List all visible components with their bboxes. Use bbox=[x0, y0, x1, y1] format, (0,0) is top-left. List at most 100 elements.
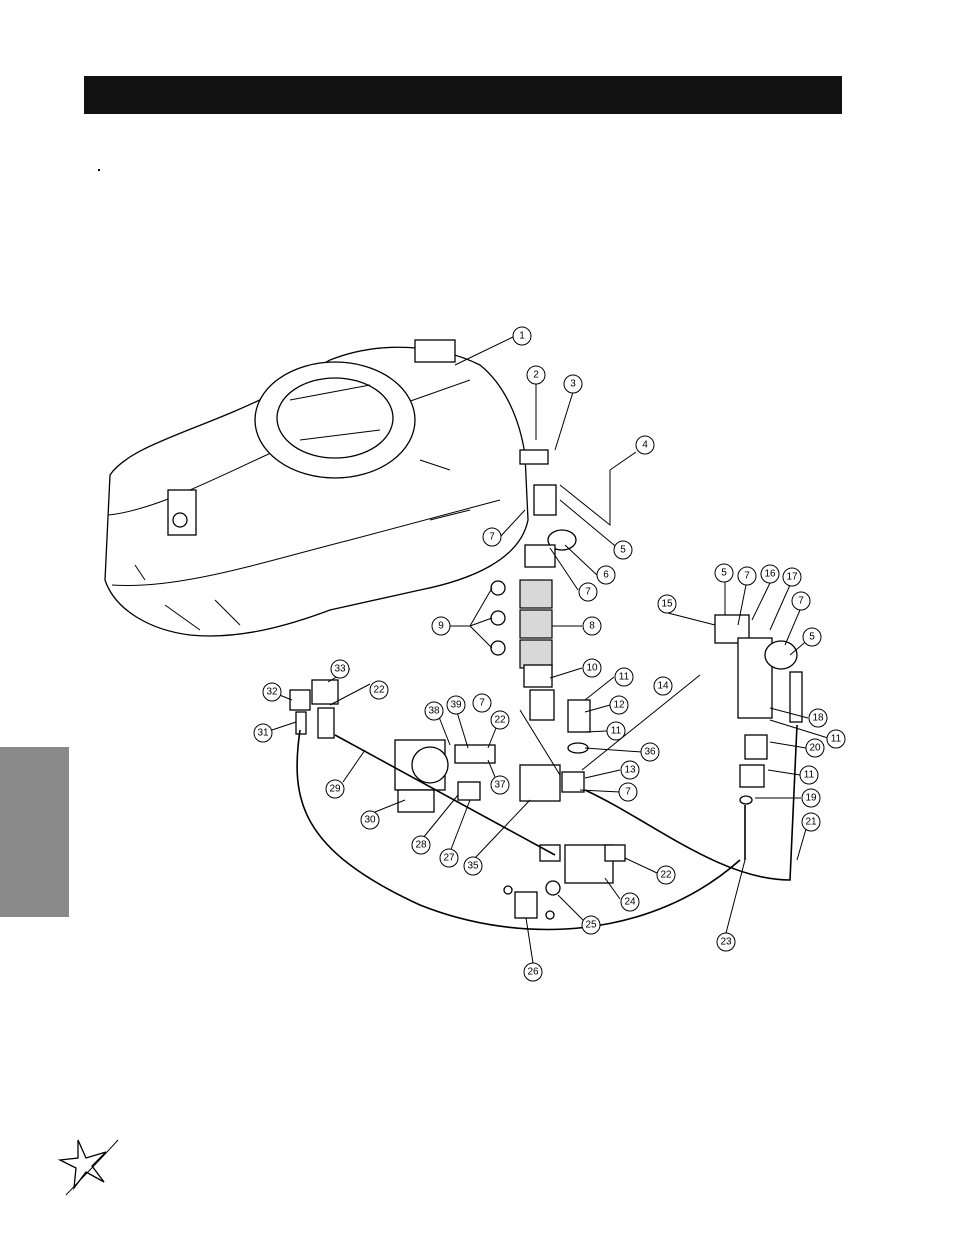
callout-label: 11 bbox=[804, 770, 815, 781]
callout-label: 19 bbox=[805, 793, 817, 804]
callout-label: 28 bbox=[415, 840, 427, 851]
callout-bubble: 31 bbox=[253, 723, 273, 743]
callout-label: 27 bbox=[443, 853, 455, 864]
callout-leaders bbox=[271, 336, 829, 964]
callout-label: 11 bbox=[831, 734, 842, 745]
callout-label: 18 bbox=[812, 713, 824, 724]
callout-label: 21 bbox=[805, 817, 817, 828]
callout-label: 7 bbox=[625, 787, 631, 798]
callout-bubble: 37 bbox=[490, 775, 510, 795]
callout-bubble: 22 bbox=[490, 710, 510, 730]
callout-label: 11 bbox=[619, 672, 630, 683]
callout-bubble: 1 bbox=[512, 326, 532, 346]
callout-label: 7 bbox=[798, 596, 804, 607]
callout-label: 4 bbox=[642, 440, 648, 451]
callout-bubble: 21 bbox=[801, 812, 821, 832]
callout-label: 38 bbox=[428, 706, 440, 717]
callout-bubble: 28 bbox=[411, 835, 431, 855]
hose-lines bbox=[296, 470, 798, 931]
callout-bubble: 11 bbox=[799, 765, 819, 785]
star-swoosh-logo-icon bbox=[57, 1139, 119, 1196]
callout-label: 13 bbox=[624, 765, 636, 776]
callout-label: 5 bbox=[620, 545, 626, 556]
callout-label: 7 bbox=[489, 532, 495, 543]
callout-label: 6 bbox=[603, 570, 609, 581]
callout-label: 10 bbox=[586, 663, 598, 674]
callout-label: 22 bbox=[660, 870, 672, 881]
callout-bubble: 7 bbox=[737, 566, 757, 586]
callout-bubble: 8 bbox=[582, 616, 602, 636]
callout-label: 3 bbox=[570, 379, 576, 390]
callout-label: 33 bbox=[334, 664, 346, 675]
callout-bubble: 18 bbox=[808, 708, 828, 728]
callout-bubble: 11 bbox=[606, 721, 626, 741]
callout-label: 9 bbox=[438, 621, 444, 632]
callout-bubble: 19 bbox=[801, 788, 821, 808]
callout-bubble: 35 bbox=[463, 856, 483, 876]
callout-label: 32 bbox=[266, 687, 278, 698]
callout-bubble: 25 bbox=[581, 915, 601, 935]
callout-bubble: 36 bbox=[640, 742, 660, 762]
callout-label: 7 bbox=[744, 571, 750, 582]
callout-label: 8 bbox=[589, 621, 595, 632]
callout-label: 12 bbox=[613, 700, 625, 711]
callout-label: 11 bbox=[611, 726, 622, 737]
callout-label: 37 bbox=[494, 780, 506, 791]
callout-label: 20 bbox=[809, 743, 821, 754]
callout-bubble: 9 bbox=[431, 616, 451, 636]
callout-label: 26 bbox=[527, 967, 539, 978]
callout-bubble: 4 bbox=[635, 435, 655, 455]
callout-bubble: 3 bbox=[563, 374, 583, 394]
callout-bubble: 7 bbox=[791, 591, 811, 611]
callout-bubble: 22 bbox=[656, 865, 676, 885]
callout-bubble: 14 bbox=[653, 676, 673, 696]
callout-label: 5 bbox=[809, 632, 815, 643]
filter-assembly-drawing bbox=[714, 614, 803, 805]
callout-bubble: 2 bbox=[526, 365, 546, 385]
callout-label: 7 bbox=[585, 587, 591, 598]
callout-label: 35 bbox=[467, 861, 479, 872]
callout-bubble: 24 bbox=[620, 892, 640, 912]
callout-bubble: 6 bbox=[596, 565, 616, 585]
callout-label: 22 bbox=[373, 685, 385, 696]
callout-label: 25 bbox=[585, 920, 597, 931]
callout-label: 15 bbox=[661, 599, 673, 610]
callout-label: 29 bbox=[329, 784, 341, 795]
callout-label: 16 bbox=[764, 569, 776, 580]
callout-label: 39 bbox=[450, 700, 462, 711]
callout-label: 22 bbox=[494, 715, 506, 726]
callout-bubble: 22 bbox=[369, 680, 389, 700]
callout-bubble: 12 bbox=[609, 695, 629, 715]
callout-bubble: 15 bbox=[657, 594, 677, 614]
callout-bubble: 10 bbox=[582, 658, 602, 678]
valve-stack-drawing bbox=[490, 449, 591, 754]
callout-label: 17 bbox=[786, 572, 798, 583]
callout-bubble: 17 bbox=[782, 567, 802, 587]
callout-bubble: 5 bbox=[613, 540, 633, 560]
callout-bubble: 29 bbox=[325, 779, 345, 799]
page-header-bar bbox=[84, 76, 842, 114]
callout-bubble: 26 bbox=[523, 962, 543, 982]
callout-bubble: 7 bbox=[618, 782, 638, 802]
section-side-tab bbox=[0, 747, 69, 917]
callout-bubble: 32 bbox=[262, 682, 282, 702]
tank-drawing bbox=[104, 339, 529, 637]
callout-bubble: 39 bbox=[446, 695, 466, 715]
callout-label: 31 bbox=[257, 728, 269, 739]
callout-bubble: 7 bbox=[482, 527, 502, 547]
callout-bubble: 11 bbox=[614, 667, 634, 687]
callout-bubble: 16 bbox=[760, 564, 780, 584]
callout-bubble: 7 bbox=[578, 582, 598, 602]
callout-label: 23 bbox=[720, 937, 732, 948]
callout-label: 5 bbox=[721, 568, 727, 579]
callout-bubble: 5 bbox=[802, 627, 822, 647]
callout-bubble: 30 bbox=[360, 810, 380, 830]
callout-label: 30 bbox=[364, 815, 376, 826]
callout-label: 7 bbox=[479, 698, 485, 709]
callout-bubble: 33 bbox=[330, 659, 350, 679]
callout-bubble: 38 bbox=[424, 701, 444, 721]
callout-bubble: 27 bbox=[439, 848, 459, 868]
callout-label: 24 bbox=[624, 897, 636, 908]
callout-label: 2 bbox=[533, 370, 539, 381]
